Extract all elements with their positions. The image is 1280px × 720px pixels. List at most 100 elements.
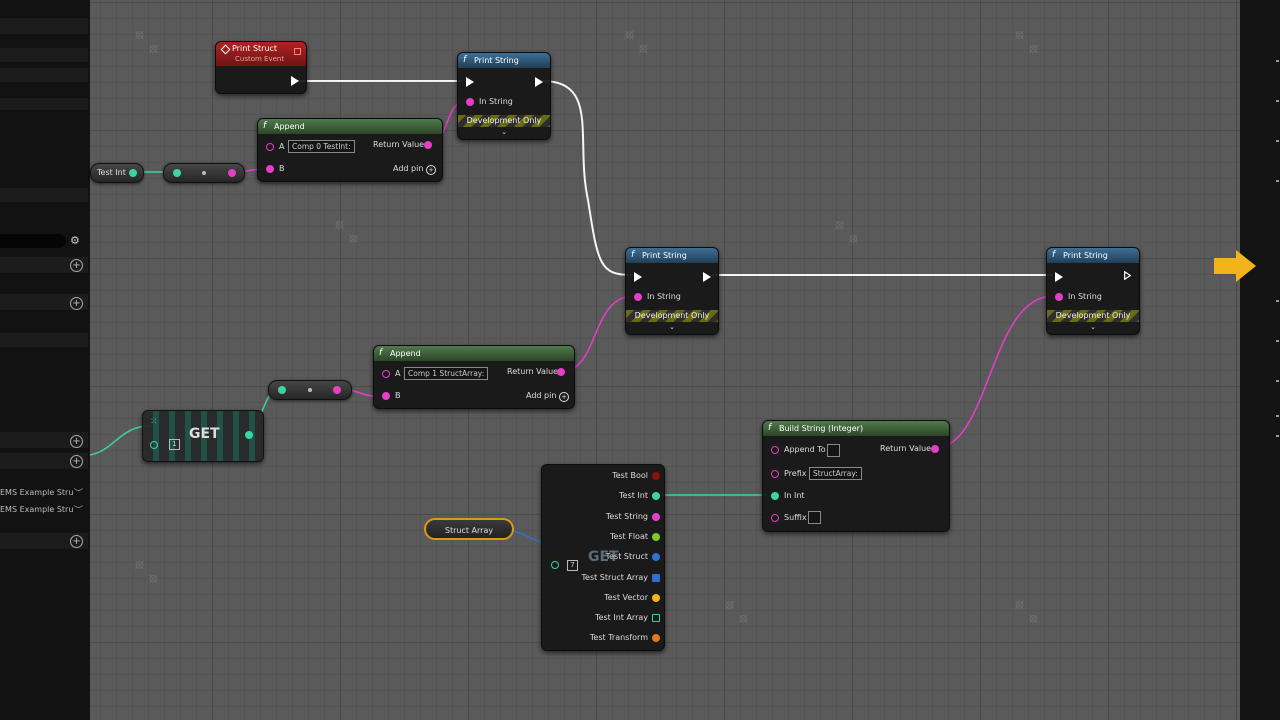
chevron-down-icon[interactable]: ︶: [74, 506, 84, 516]
delegate-pin[interactable]: [294, 48, 301, 55]
development-only-banner: Development Only: [1047, 310, 1139, 322]
b-input-pin[interactable]: [382, 392, 390, 400]
panel-row: [0, 453, 88, 469]
test-int-variable-node[interactable]: Test Int: [90, 163, 144, 183]
exec-in-pin[interactable]: [1055, 272, 1063, 282]
event-icon: [220, 44, 231, 55]
string-out-pin[interactable]: [228, 169, 236, 177]
index-pin[interactable]: [150, 441, 158, 449]
chevron-down-icon[interactable]: ⌄: [1090, 323, 1096, 331]
string-out-pin[interactable]: [333, 386, 341, 394]
plus-circle-icon[interactable]: +: [426, 165, 436, 175]
exec-out-pin[interactable]: [703, 272, 711, 282]
string-pin[interactable]: [652, 513, 660, 521]
suffix-input[interactable]: [808, 511, 821, 524]
exec-out-pin[interactable]: [535, 77, 543, 87]
int-out-pin[interactable]: [129, 169, 137, 177]
return-value-label: Return Value: [373, 140, 425, 149]
b-label: B: [395, 391, 401, 400]
suffix-pin[interactable]: [771, 514, 779, 522]
variable-label: Struct Array: [444, 526, 494, 535]
a-value-input[interactable]: Comp 1 StructArray:: [404, 367, 489, 380]
in-int-pin[interactable]: [771, 492, 779, 500]
index-pin[interactable]: [551, 561, 559, 569]
variable-row-label[interactable]: EMS Example Stru: [0, 505, 74, 514]
return-value-pin[interactable]: [931, 445, 939, 453]
search-input[interactable]: [0, 234, 66, 248]
node-title: Print String: [642, 251, 687, 260]
panel-row: [0, 432, 88, 448]
plus-circle-icon[interactable]: +: [70, 455, 83, 468]
pin-label: Test String: [605, 512, 648, 521]
prefix-input[interactable]: StructArray:: [809, 467, 862, 480]
in-string-pin[interactable]: [1055, 293, 1063, 301]
return-value-pin[interactable]: [557, 368, 565, 376]
b-input-pin[interactable]: [266, 165, 274, 173]
development-only-banner: Development Only: [626, 310, 718, 322]
chevron-down-icon[interactable]: ⌄: [501, 128, 507, 136]
plus-circle-icon[interactable]: +: [559, 392, 569, 402]
plus-circle-icon[interactable]: +: [70, 259, 83, 272]
suffix-label: Suffix: [784, 513, 807, 522]
exec-out-pin[interactable]: [291, 76, 299, 86]
a-input-pin[interactable]: [382, 370, 390, 378]
a-value-input[interactable]: Comp 0 TestInt:: [288, 140, 355, 153]
append-to-pin[interactable]: [771, 446, 779, 454]
a-input-pin[interactable]: [266, 143, 274, 151]
custom-event-print-struct[interactable]: Print Struct Custom Event: [215, 41, 307, 94]
int-in-pin[interactable]: [278, 386, 286, 394]
gear-icon[interactable]: ⚙: [70, 234, 80, 247]
return-value-pin[interactable]: [424, 141, 432, 149]
int-in-pin[interactable]: [173, 169, 181, 177]
node-subtitle: Custom Event: [235, 55, 285, 63]
exec-out-pin[interactable]: [1124, 271, 1131, 280]
output-pin[interactable]: [245, 431, 253, 439]
in-string-pin[interactable]: [634, 293, 642, 301]
break-struct-node[interactable]: GET 7 Test Bool Test Int Test String Tes…: [541, 464, 665, 651]
struct-array-pin[interactable]: [652, 574, 660, 582]
vector-pin[interactable]: [652, 594, 660, 602]
plus-circle-icon[interactable]: +: [70, 435, 83, 448]
right-panel: [1240, 0, 1280, 720]
prefix-label: Prefix: [784, 469, 807, 478]
int-array-pin[interactable]: [652, 614, 660, 622]
exec-in-pin[interactable]: [466, 77, 474, 87]
float-pin[interactable]: [652, 533, 660, 541]
node-title: Append: [274, 122, 305, 131]
variable-label: Test Int: [97, 168, 126, 177]
panel-row: [0, 18, 88, 34]
plus-circle-icon[interactable]: +: [70, 297, 83, 310]
variable-row-label[interactable]: EMS Example Stru: [0, 488, 74, 497]
conversion-dot: [308, 388, 312, 392]
in-string-label: In String: [647, 292, 681, 301]
append-to-input[interactable]: [827, 444, 840, 457]
int-pin[interactable]: [652, 492, 660, 500]
bool-pin[interactable]: [652, 472, 660, 480]
transform-pin[interactable]: [652, 634, 660, 642]
chevron-down-icon[interactable]: ︶: [74, 489, 84, 499]
int-to-string-conversion-node[interactable]: [163, 163, 245, 183]
struct-pin[interactable]: [652, 553, 660, 561]
index-input[interactable]: 7: [567, 560, 578, 571]
int-to-string-conversion-node[interactable]: [268, 380, 352, 400]
array-get-node[interactable]: ⁙ GET 1: [142, 410, 264, 462]
prefix-pin[interactable]: [771, 470, 779, 478]
plus-circle-icon[interactable]: +: [70, 535, 83, 548]
add-pin-label[interactable]: Add pin: [393, 164, 424, 173]
add-pin-label[interactable]: Add pin: [526, 391, 557, 400]
in-string-pin[interactable]: [466, 98, 474, 106]
struct-array-variable-node[interactable]: Struct Array: [424, 518, 514, 540]
index-input[interactable]: 1: [169, 439, 180, 450]
chevron-down-icon[interactable]: ⌄: [669, 323, 675, 331]
exec-in-pin[interactable]: [634, 272, 642, 282]
